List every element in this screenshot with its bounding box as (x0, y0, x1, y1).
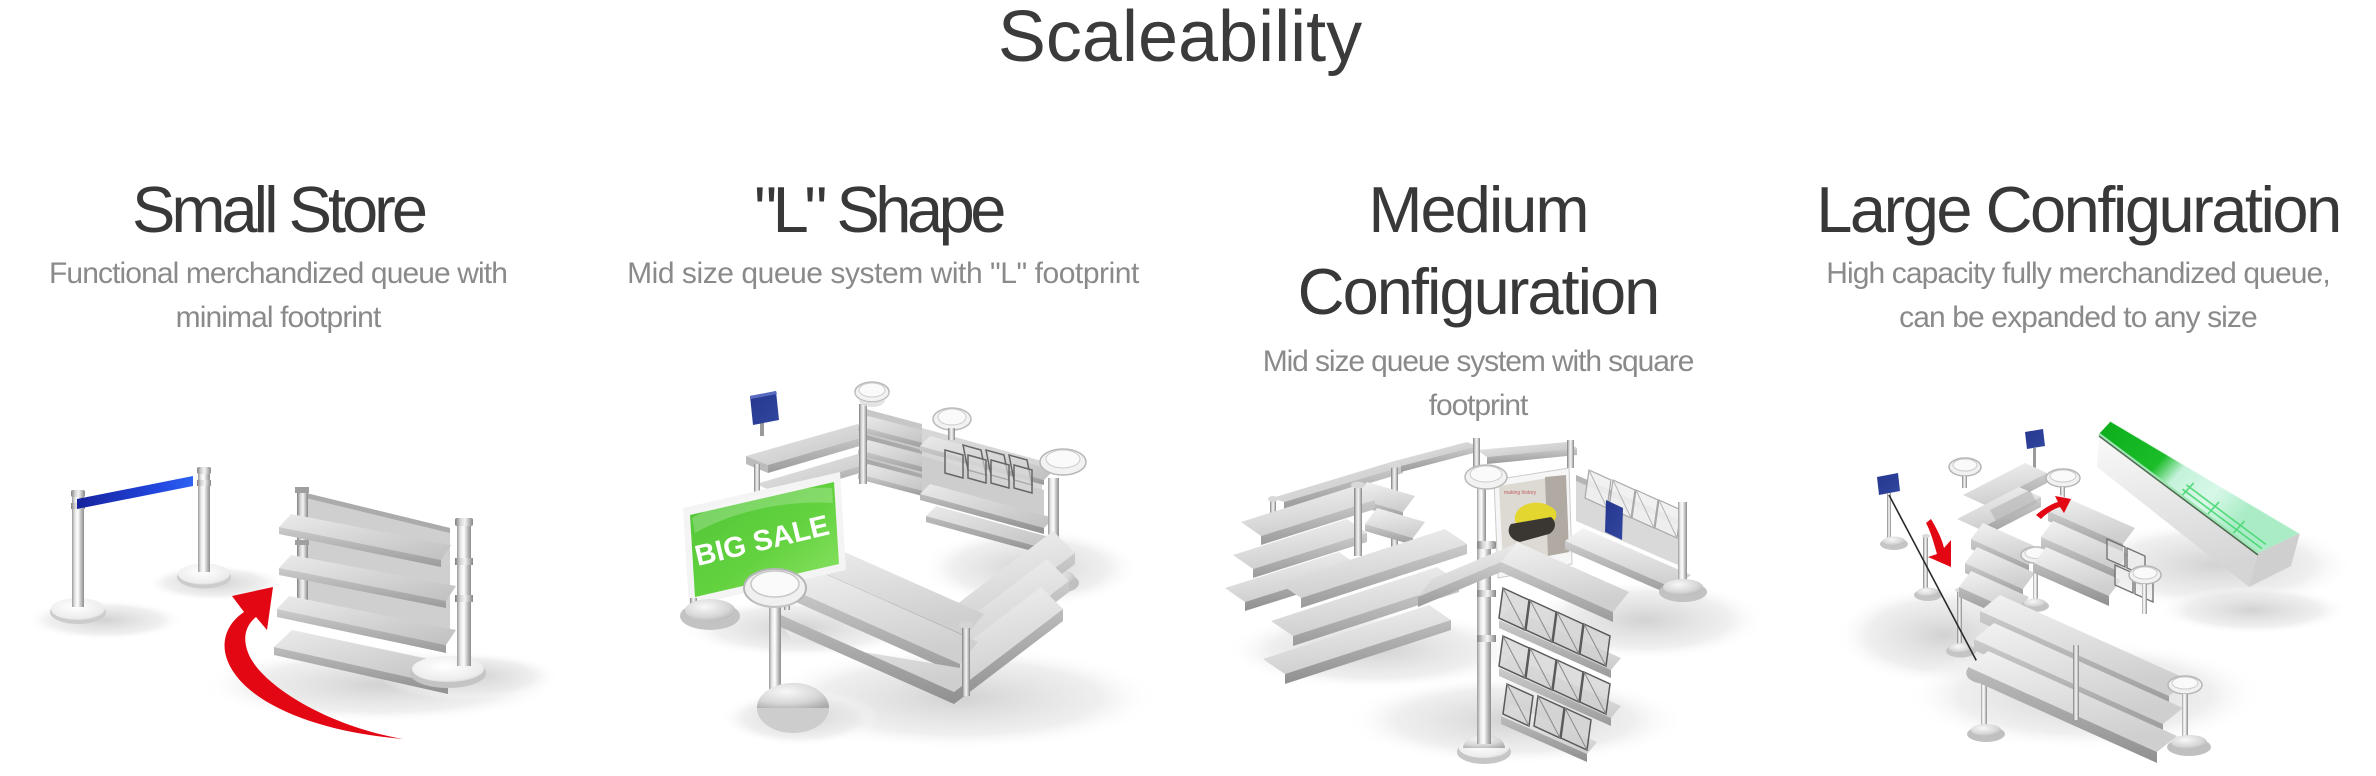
svg-text:making history: making history (1504, 490, 1537, 496)
